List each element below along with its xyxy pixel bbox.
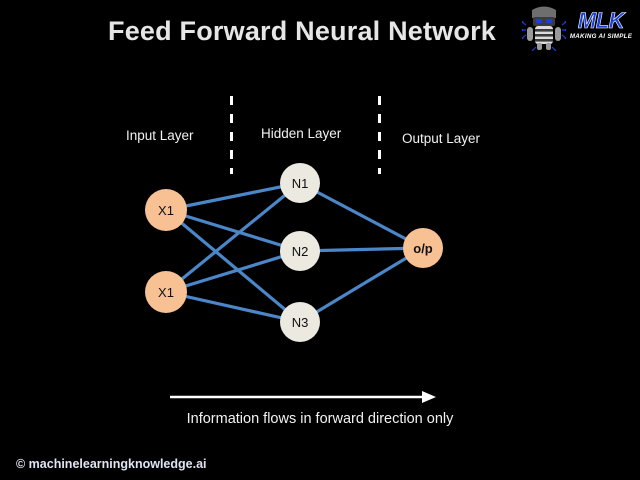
robot-icon bbox=[522, 6, 566, 51]
network-node-i1[interactable]: X1 bbox=[145, 189, 187, 231]
network-node-label: o/p bbox=[413, 240, 433, 256]
network-edge bbox=[299, 246, 424, 253]
hidden-layer-label: Hidden Layer bbox=[261, 126, 342, 141]
forward-flow-arrow-icon bbox=[170, 391, 436, 403]
network-edge bbox=[165, 181, 301, 212]
network-node-label: X1 bbox=[158, 284, 174, 300]
brand-logo: MLK MAKING AI SIMPLE bbox=[516, 4, 636, 54]
network-edge bbox=[165, 208, 301, 253]
network-node-label: X1 bbox=[158, 202, 174, 218]
network-edge bbox=[165, 290, 301, 324]
logo-tagline: MAKING AI SIMPLE bbox=[569, 33, 633, 40]
network-edge bbox=[164, 181, 302, 294]
network-edge bbox=[299, 246, 424, 324]
network-node-h1[interactable]: N1 bbox=[280, 163, 320, 203]
network-edge bbox=[299, 181, 424, 250]
logo-name: MLK bbox=[577, 8, 625, 33]
footer-copyright: © machinelearningknowledge.ai bbox=[16, 457, 207, 471]
network-node-label: N2 bbox=[291, 243, 309, 259]
network-node-h2[interactable]: N2 bbox=[280, 231, 320, 271]
network-node-i2[interactable]: X1 bbox=[145, 271, 187, 313]
network-edge bbox=[165, 249, 301, 294]
network-node-o1[interactable]: o/p bbox=[403, 228, 443, 268]
logo-wordmark: MLK MAKING AI SIMPLE bbox=[566, 8, 636, 41]
page-title: Feed Forward Neural Network bbox=[108, 16, 496, 46]
flow-caption: Information flows in forward direction o… bbox=[186, 411, 454, 427]
layer-divider-input-hidden bbox=[230, 96, 233, 174]
network-node-h3[interactable]: N3 bbox=[280, 302, 320, 342]
network-edge bbox=[164, 208, 302, 324]
network-node-label: N1 bbox=[291, 175, 309, 191]
input-layer-label: Input Layer bbox=[126, 128, 194, 143]
layer-divider-hidden-output bbox=[378, 96, 381, 174]
output-layer-label: Output Layer bbox=[402, 131, 481, 146]
network-node-label: N3 bbox=[291, 314, 309, 330]
